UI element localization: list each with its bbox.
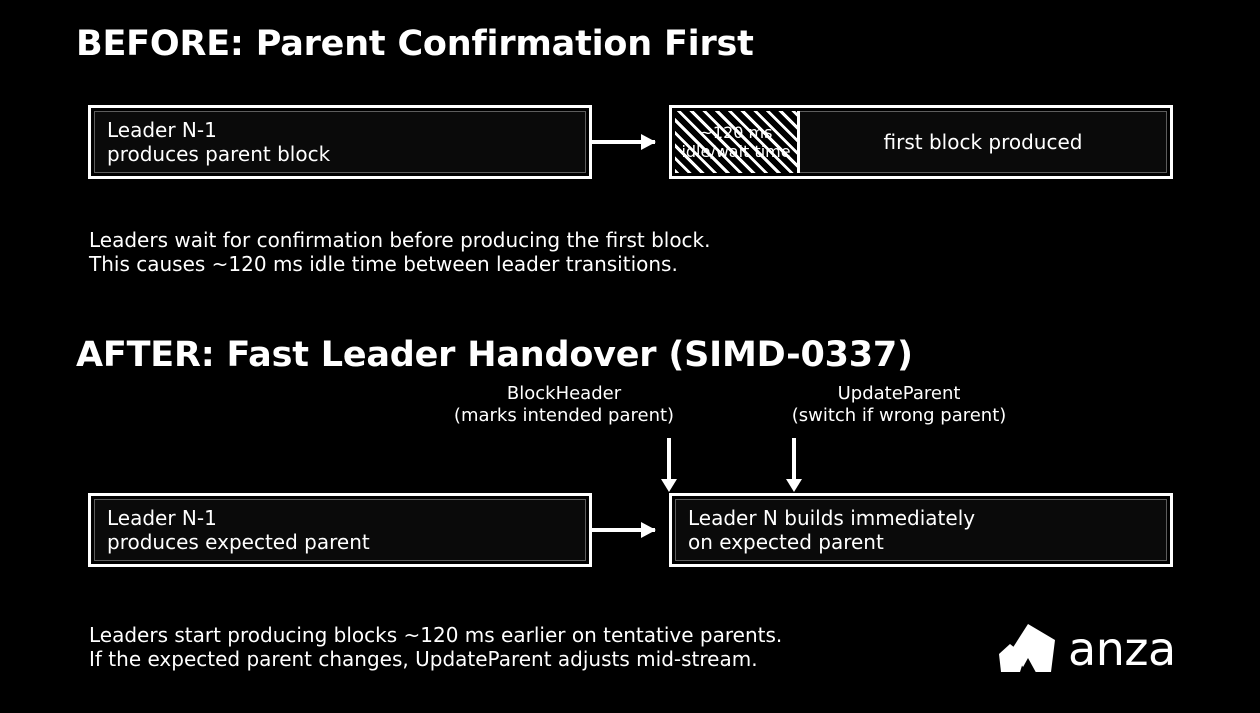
- before-leader-prev-box: Leader N-1 produces parent block: [88, 105, 592, 179]
- before-leader-prev-box-inner: Leader N-1 produces parent block: [94, 111, 586, 173]
- first-block-label: first block produced: [883, 130, 1083, 154]
- first-block-region: first block produced: [800, 111, 1167, 173]
- before-flow-arrow: [592, 134, 656, 150]
- after-leader-prev-label: Leader N-1 produces expected parent: [107, 506, 370, 554]
- callout-updateparent-label: UpdateParent (switch if wrong parent): [791, 383, 1007, 426]
- after-section-heading: AFTER: Fast Leader Handover (SIMD-0337): [76, 335, 913, 375]
- after-leader-prev-box-inner: Leader N-1 produces expected parent: [94, 499, 586, 561]
- idle-wait-hatched-region: ~120 ms idle/wait time: [675, 111, 800, 173]
- svg-text:anza: anza: [1068, 625, 1176, 675]
- after-leader-prev-box: Leader N-1 produces expected parent: [88, 493, 592, 567]
- before-next-leader-box: ~120 ms idle/wait time first block produ…: [669, 105, 1173, 179]
- idle-wait-label: ~120 ms idle/wait time: [681, 123, 791, 161]
- before-section-heading: BEFORE: Parent Confirmation First: [76, 24, 754, 64]
- anza-wordmark: anza: [1068, 625, 1186, 675]
- after-flow-arrow: [592, 522, 656, 538]
- callout-blockheader-label: BlockHeader (marks intended parent): [453, 383, 675, 426]
- after-leader-n-label: Leader N builds immediately on expected …: [688, 506, 976, 554]
- after-leader-n-box: Leader N builds immediately on expected …: [669, 493, 1173, 567]
- after-section-caption: Leaders start producing blocks ~120 ms e…: [89, 623, 783, 671]
- before-section-caption: Leaders wait for confirmation before pro…: [89, 228, 711, 276]
- callout-updateparent-arrow-icon: [786, 438, 802, 492]
- after-leader-n-box-inner: Leader N builds immediately on expected …: [675, 499, 1167, 561]
- before-next-leader-box-inner: ~120 ms idle/wait time first block produ…: [675, 111, 1167, 173]
- anza-brand-logo: anza: [998, 620, 1178, 680]
- anza-logo-icon: [998, 622, 1062, 678]
- before-leader-prev-label: Leader N-1 produces parent block: [107, 118, 331, 166]
- callout-blockheader-arrow-icon: [661, 438, 677, 492]
